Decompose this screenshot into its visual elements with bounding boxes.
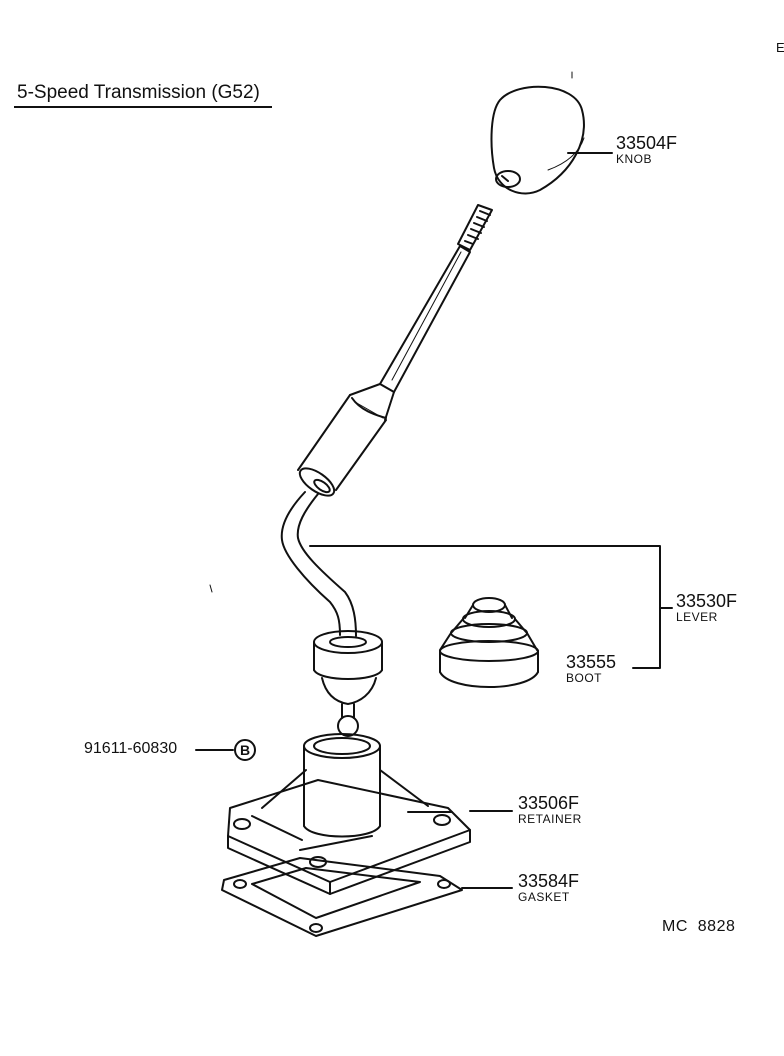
callout-boot: 33555 BOOT (566, 653, 616, 684)
part-label-gasket: GASKET (518, 890, 570, 904)
lever-leader (309, 545, 673, 669)
lever-drawing (209, 204, 493, 737)
part-number-knob: 33504F (616, 133, 678, 153)
part-number-bolt: 91611-60830 (84, 740, 178, 757)
knob-drawing (490, 71, 613, 195)
part-number-boot: 33555 (566, 652, 617, 672)
part-number-retainer: 33506F (518, 793, 580, 813)
part-label-knob: KNOB (616, 152, 653, 166)
boot-drawing (439, 597, 539, 688)
diagram-title: 5-Speed Transmission (G52) (17, 82, 260, 103)
corner-mark: E (776, 40, 784, 55)
callout-gasket: 33584F GASKET (518, 872, 579, 903)
gasket-drawing (221, 857, 513, 937)
part-number-gasket: 33584F (518, 871, 580, 891)
callout-lever: 33530F LEVER (676, 592, 737, 623)
retainer-drawing (227, 733, 513, 895)
bolt-reference-marker: B (234, 739, 256, 761)
part-label-retainer: RETAINER (518, 812, 582, 826)
diagram-code: MC 8828 (662, 918, 736, 935)
title-underline (14, 106, 272, 108)
callout-knob: 33504F KNOB (616, 134, 677, 165)
callout-bolt: 91611-60830 (84, 741, 177, 757)
part-number-lever: 33530F (676, 591, 738, 611)
part-label-lever: LEVER (676, 610, 718, 624)
callout-retainer: 33506F RETAINER (518, 794, 582, 825)
part-label-boot: BOOT (566, 671, 603, 685)
